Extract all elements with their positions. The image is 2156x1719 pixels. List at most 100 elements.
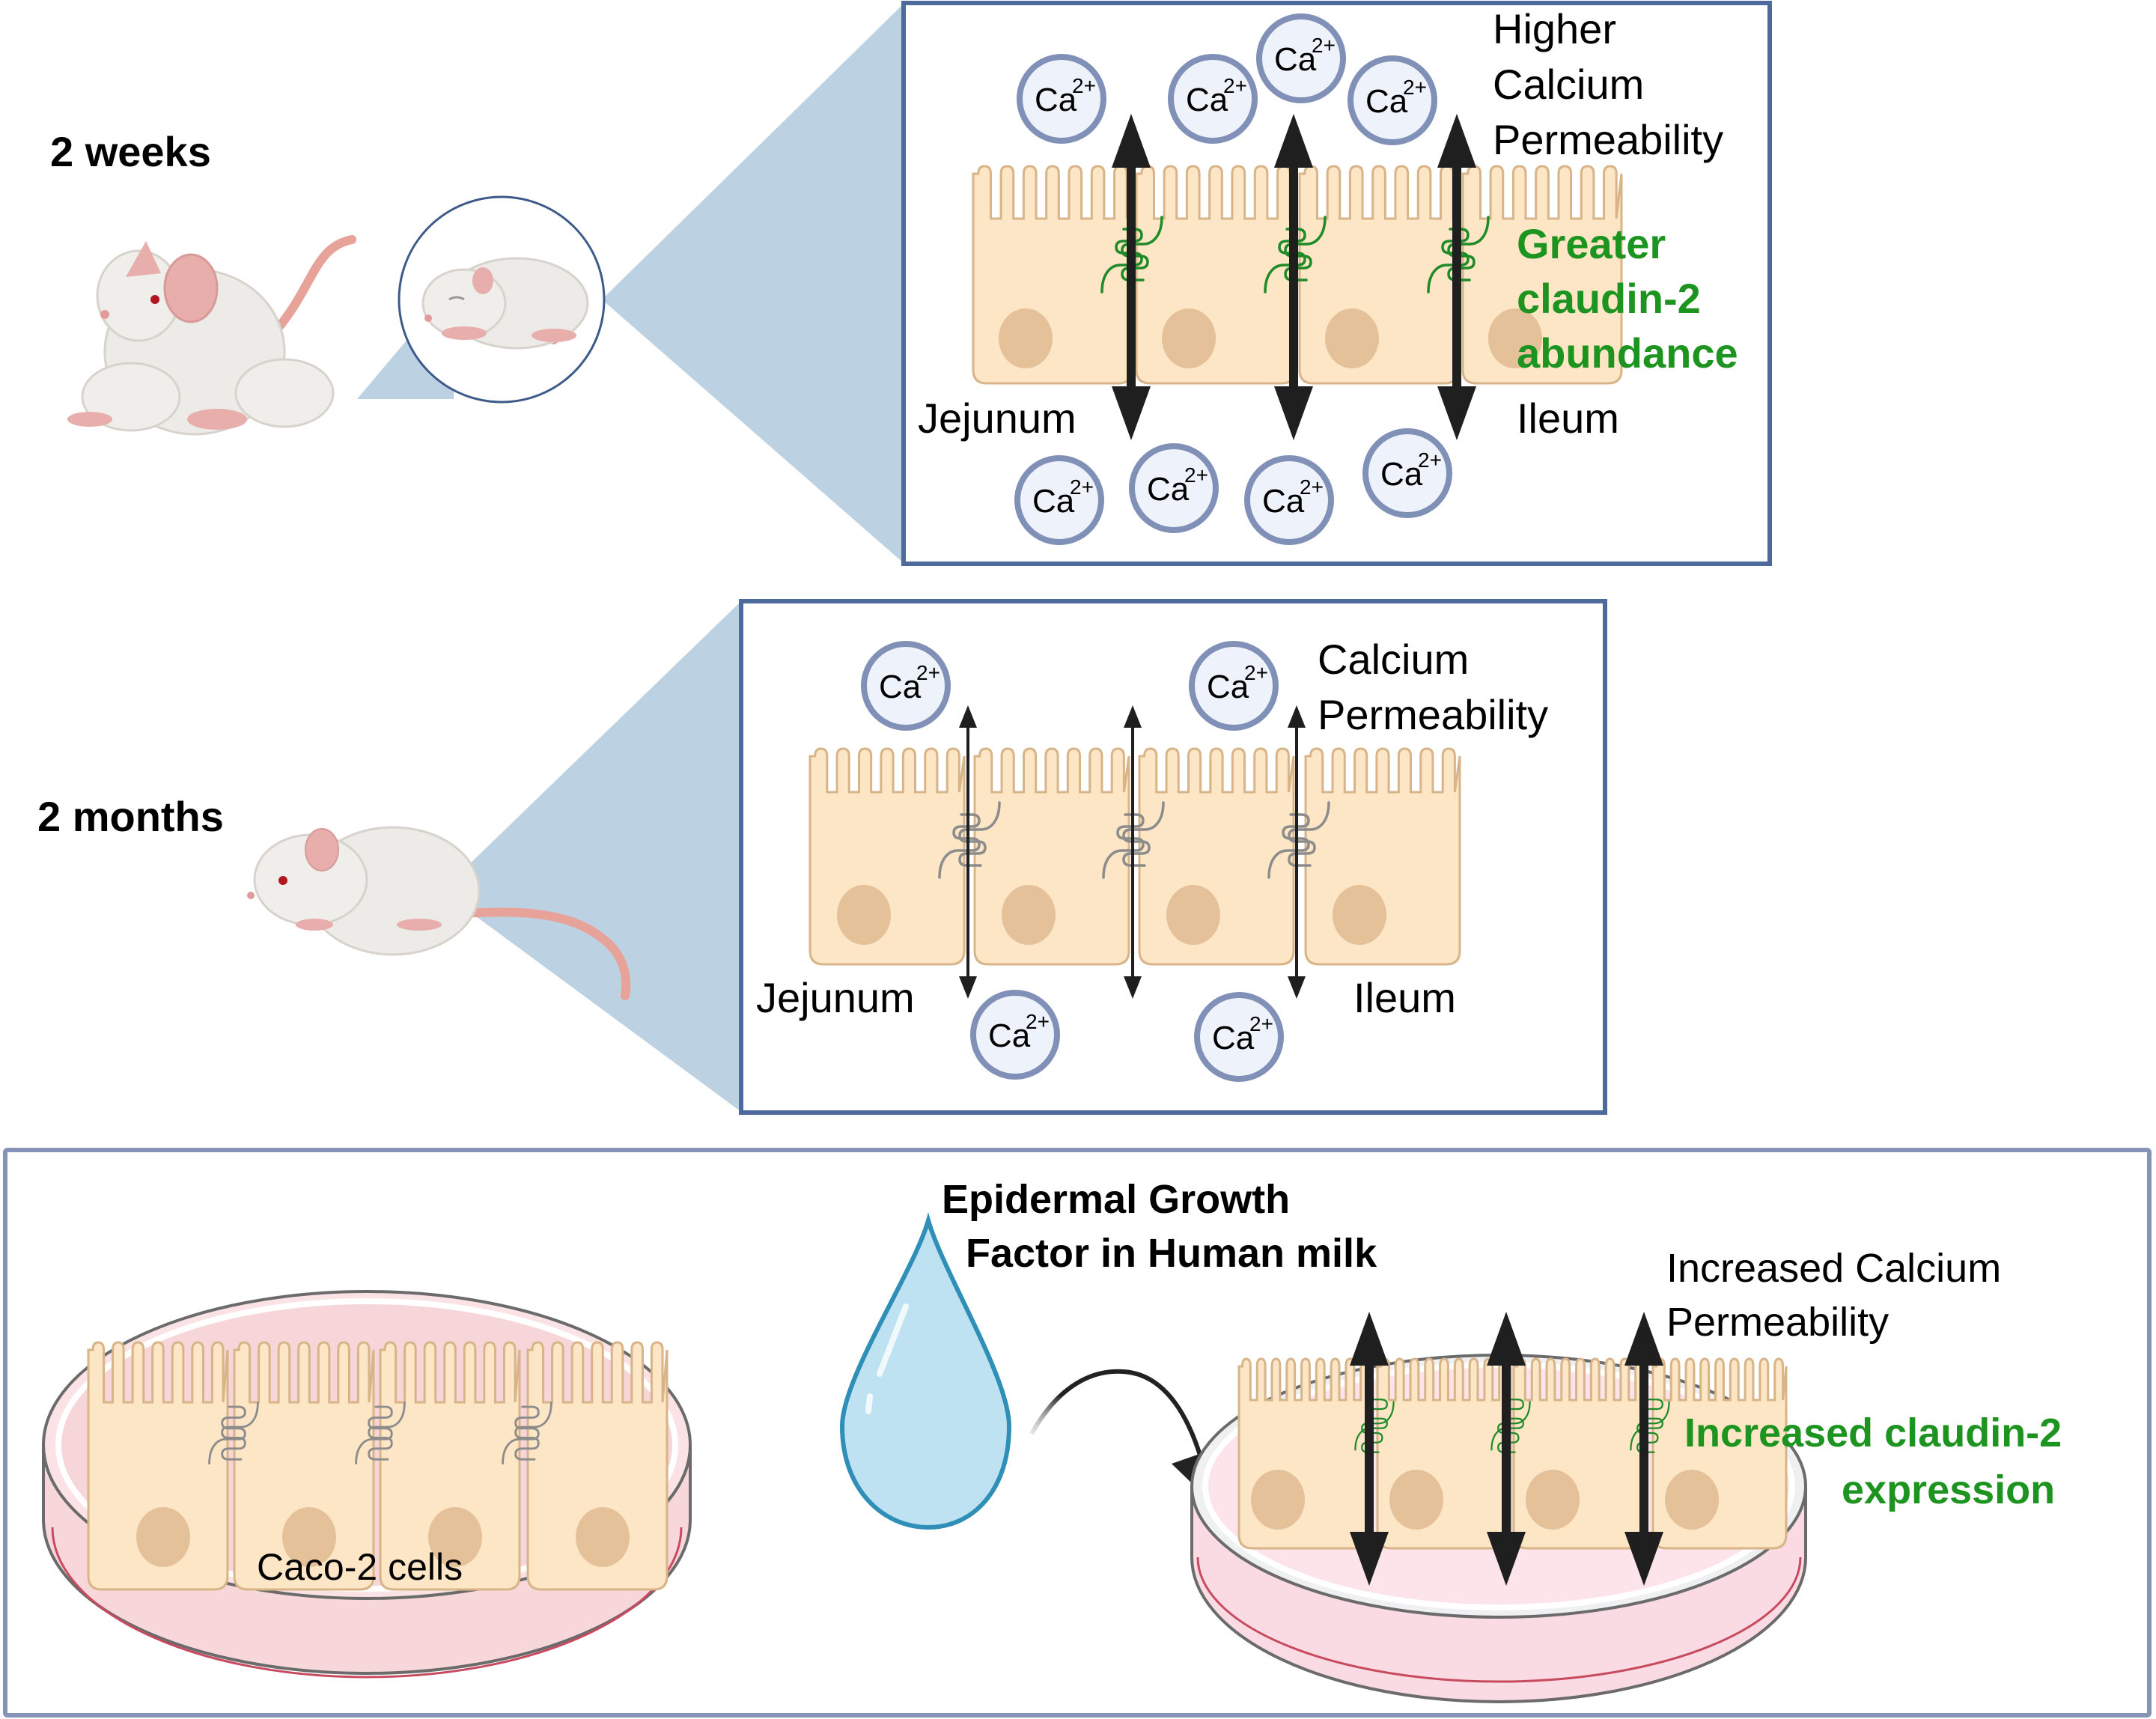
dish-label: Caco-2 cells <box>257 1546 463 1588</box>
ion-symbol: Ca <box>1274 41 1317 78</box>
calcium-ions: Ca2+Ca2+Ca2+Ca2+Ca2+Ca2+Ca2+Ca2+Ca2+Ca2+… <box>861 13 1452 1082</box>
claudin-protein-icon <box>208 1402 259 1465</box>
calcium-ion-icon: Ca2+ <box>1189 641 1279 731</box>
nucleus <box>576 1507 630 1567</box>
bidirectional-arrow-icon <box>1112 114 1151 440</box>
epithelial-cell <box>526 1341 669 1591</box>
ion-charge: 2+ <box>1249 1012 1273 1035</box>
permeability-label-treated: Increased Calcium Permeability <box>1666 1246 2001 1345</box>
epithelial-cell <box>1298 165 1460 385</box>
claudin-strand <box>514 1402 552 1461</box>
label-line: Calcium <box>1493 61 1644 108</box>
epithelial-cell <box>1237 1357 1374 1550</box>
label-line: abundance <box>1517 329 1738 377</box>
ion-circle <box>1189 641 1279 731</box>
calcium-ion-icon: Ca2+ <box>1362 428 1452 518</box>
ion-symbol: Ca <box>1207 669 1249 705</box>
ion-charge: 2+ <box>1070 475 1094 499</box>
claudin-strand <box>1121 216 1163 282</box>
segment-label-ileum: Ileum <box>1353 974 1456 1021</box>
label-line: Permeability <box>1666 1300 1889 1345</box>
claudin-strand <box>958 801 1001 867</box>
arrow-head-down <box>1112 386 1151 440</box>
bidirectional-arrow-icon <box>1124 705 1142 999</box>
ion-charge: 2+ <box>1312 34 1336 57</box>
claudin-strand <box>355 1405 393 1465</box>
label-line: Permeability <box>1493 116 1723 163</box>
ion-symbol: Ca <box>1365 83 1408 120</box>
ion-symbol: Ca <box>988 1017 1031 1054</box>
nucleus <box>1002 885 1056 945</box>
epithelium-two-months <box>808 705 1461 999</box>
arrow-head-down <box>1288 976 1306 999</box>
label-line: Higher <box>1493 5 1616 52</box>
nucleus <box>837 885 891 945</box>
ion-charge: 2+ <box>1184 463 1208 487</box>
ion-charge: 2+ <box>1072 74 1096 97</box>
cell-body <box>379 1341 521 1591</box>
epithelium-caco2-treated <box>1237 1312 1788 1586</box>
ion-symbol: Ca <box>1262 483 1305 520</box>
claudin-strand <box>1284 216 1327 282</box>
calcium-ion-icon: Ca2+ <box>1194 992 1284 1082</box>
calcium-ion-icon: Ca2+ <box>1014 455 1104 545</box>
adult-mouse-icon <box>247 826 631 1000</box>
permeability-label-two-weeks: Higher Calcium Permeability <box>1493 5 1723 163</box>
ion-circle <box>970 990 1060 1080</box>
ion-charge: 2+ <box>1403 76 1427 99</box>
claudin-strand <box>1636 1401 1670 1453</box>
arrow-head-down <box>1350 1532 1389 1586</box>
claudin-protein-icon <box>1100 216 1163 293</box>
pup-mouse-icon <box>421 257 589 350</box>
ion-symbol: Ca <box>1032 483 1075 520</box>
calcium-ion-icon: Ca2+ <box>1017 54 1106 144</box>
claudin-protein-icon <box>502 1402 552 1465</box>
ion-charge: 2+ <box>1026 1010 1050 1033</box>
treatment-label: Epidermal Growth Factor in Human milk <box>942 1177 1377 1276</box>
cell-body <box>526 1341 669 1591</box>
arrow-head-up <box>1624 1312 1663 1366</box>
arrow-head-down <box>1124 976 1142 999</box>
claudin-strand <box>208 1405 246 1465</box>
claudin-strand <box>1288 801 1330 867</box>
arrow-head-down <box>959 976 977 999</box>
nucleus <box>1526 1470 1580 1530</box>
label-line: Epidermal Growth <box>942 1177 1290 1222</box>
ion-charge: 2+ <box>1300 475 1324 499</box>
claudin-label-treated: Increased claudin-2 expression <box>1684 1411 2062 1512</box>
nucleus <box>1488 308 1542 368</box>
calcium-ion-icon: Ca2+ <box>861 641 951 731</box>
nucleus <box>282 1507 336 1567</box>
ion-circle <box>1194 992 1284 1082</box>
arrow-head-up <box>959 705 977 728</box>
ion-charge: 2+ <box>1223 74 1247 97</box>
epithelial-cell <box>1461 165 1623 385</box>
nucleus <box>136 1507 190 1567</box>
label-line: Permeability <box>1318 691 1548 738</box>
calcium-ion-icon: Ca2+ <box>970 990 1060 1080</box>
zoom-cone-two-months <box>442 601 741 1112</box>
claudin-strand <box>368 1402 406 1461</box>
age-label-two-months: 2 months <box>37 793 224 840</box>
ion-symbol: Ca <box>1380 456 1423 493</box>
zoom-cone-two-weeks <box>602 4 904 563</box>
ion-charge: 2+ <box>1418 448 1442 472</box>
label-line: Increased Calcium <box>1666 1246 2001 1291</box>
arrow-head-up <box>1124 705 1142 728</box>
segment-label-jejunum: Jejunum <box>918 395 1077 442</box>
ion-symbol: Ca <box>1186 82 1228 118</box>
bidirectional-arrow-icon <box>959 705 977 999</box>
nucleus <box>999 308 1053 368</box>
epithelial-cell <box>1304 747 1461 966</box>
nucleus <box>1389 1470 1443 1530</box>
cell-body <box>87 1341 229 1591</box>
label-line: Greater <box>1517 220 1666 267</box>
epithelial-cell <box>1138 747 1295 966</box>
arrow-head-up <box>1350 1312 1389 1366</box>
claudin-strand <box>1447 216 1490 282</box>
ion-symbol: Ca <box>1212 1020 1255 1056</box>
epithelium-two-weeks <box>972 114 1623 440</box>
calcium-ion-icon: Ca2+ <box>1256 13 1346 103</box>
